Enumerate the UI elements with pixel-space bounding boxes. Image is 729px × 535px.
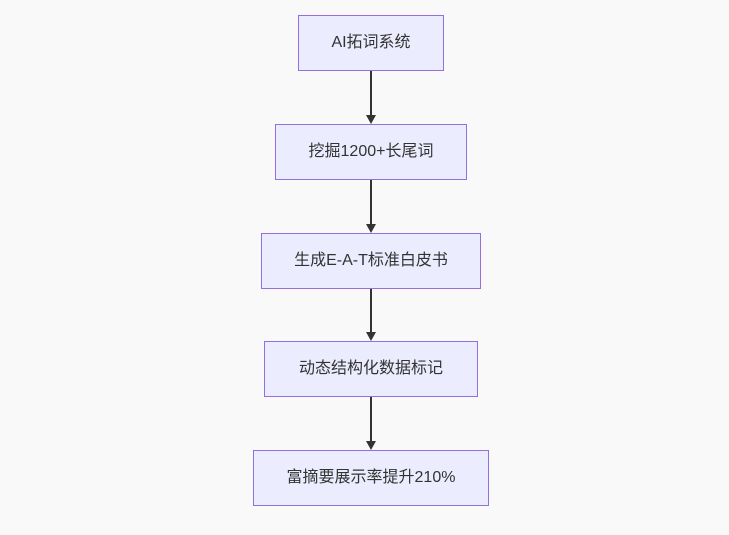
flow-node-label: 富摘要展示率提升210% [286,469,456,487]
flow-node-structured-data-markup: 动态结构化数据标记 [264,341,478,397]
arrowhead-icon [366,224,376,233]
flow-node-ai-word-expansion: AI拓词系统 [298,15,444,71]
arrow-line [370,289,372,333]
flow-node-longtail-keywords: 挖掘1200+长尾词 [275,124,467,180]
flow-arrow-d-to-e [366,397,376,450]
flow-node-label: AI拓词系统 [331,34,411,52]
arrow-line [370,397,372,442]
flow-node-label: 生成E-A-T标准白皮书 [294,252,448,270]
flow-node-rich-snippet-rate: 富摘要展示率提升210% [253,450,489,506]
arrow-line [370,71,372,116]
arrowhead-icon [366,332,376,341]
flow-arrow-a-to-b [366,71,376,124]
flow-arrow-b-to-c [366,180,376,233]
flow-arrow-c-to-d [366,289,376,341]
flow-node-label: 挖掘1200+长尾词 [308,143,434,161]
flow-node-eat-whitepaper: 生成E-A-T标准白皮书 [261,233,481,289]
arrow-line [370,180,372,225]
flow-node-label: 动态结构化数据标记 [298,360,443,378]
arrowhead-icon [366,115,376,124]
arrowhead-icon [366,441,376,450]
